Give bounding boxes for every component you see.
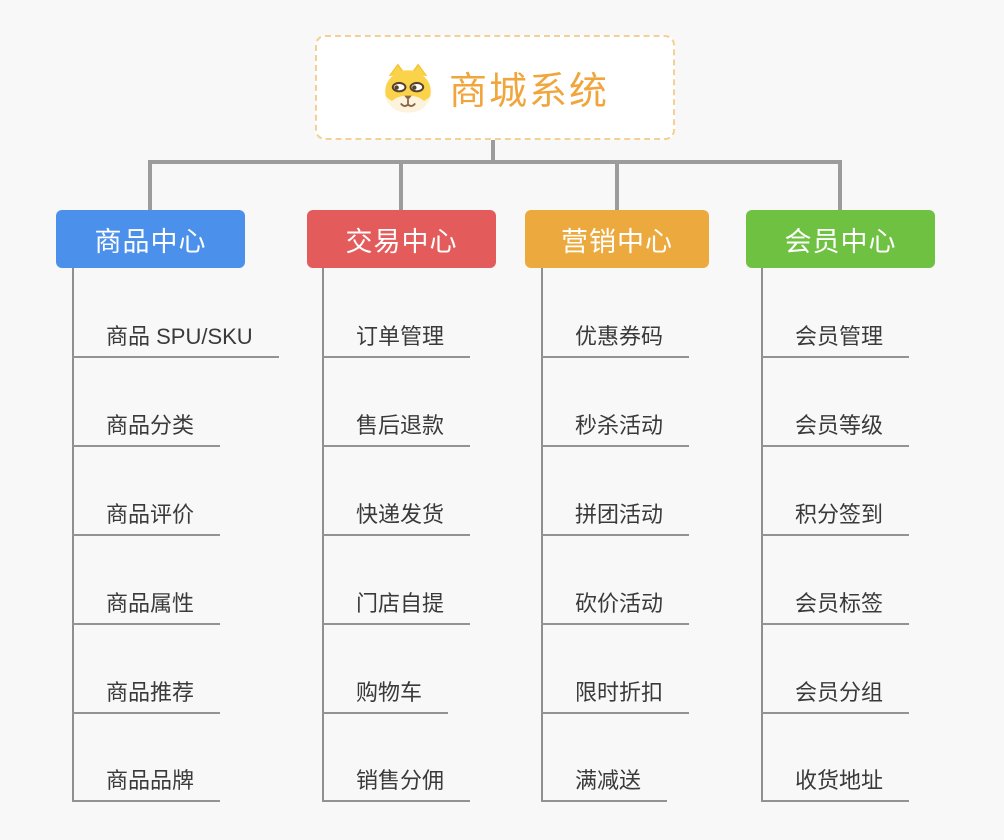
sub-topic[interactable]: 会员分组 [761,676,910,714]
sub-topic[interactable]: 满减送 [541,764,668,802]
sub-topic[interactable]: 购物车 [322,676,449,714]
connector-stub-marketing [615,160,619,210]
connector-bus [148,160,842,164]
root-title: 商城系统 [448,71,609,113]
sub-topic[interactable]: 收货地址 [761,764,910,802]
sub-topic[interactable]: 快递发货 [322,498,471,536]
connector-root-stub [491,140,495,164]
sub-topic[interactable]: 商品分类 [72,409,221,447]
branch-marketing-center[interactable]: 营销中心 [525,210,709,268]
sub-topic[interactable]: 会员等级 [761,409,910,447]
sub-topic[interactable]: 会员管理 [761,320,910,358]
connector-stub-member [838,160,842,210]
sub-topic[interactable]: 会员标签 [761,587,910,625]
sub-topic[interactable]: 限时折扣 [541,676,690,714]
sub-topic[interactable]: 订单管理 [322,320,471,358]
sub-topic[interactable]: 商品属性 [72,587,221,625]
sub-topic[interactable]: 售后退款 [322,409,471,447]
sub-topic[interactable]: 秒杀活动 [541,409,690,447]
sub-topic[interactable]: 商品 SPU/SKU [72,320,279,358]
sub-topic[interactable]: 积分签到 [761,498,910,536]
connector-stub-product [148,160,152,210]
sub-topic[interactable]: 门店自提 [322,587,471,625]
sub-topic[interactable]: 商品推荐 [72,676,221,714]
sub-topic[interactable]: 拼团活动 [541,498,690,536]
sub-topic[interactable]: 砍价活动 [541,587,690,625]
sub-topic[interactable]: 优惠券码 [541,320,690,358]
sub-topic[interactable]: 销售分佣 [322,764,471,802]
sub-topic[interactable]: 商品品牌 [72,764,221,802]
dog-face-icon [385,63,431,113]
connector-stub-trade [399,160,403,210]
root-node-mall-system[interactable]: 商城系统 [315,35,675,140]
branch-product-center[interactable]: 商品中心 [56,210,245,268]
branch-member-center[interactable]: 会员中心 [746,210,935,268]
sub-topic[interactable]: 商品评价 [72,498,221,536]
branch-trade-center[interactable]: 交易中心 [307,210,496,268]
